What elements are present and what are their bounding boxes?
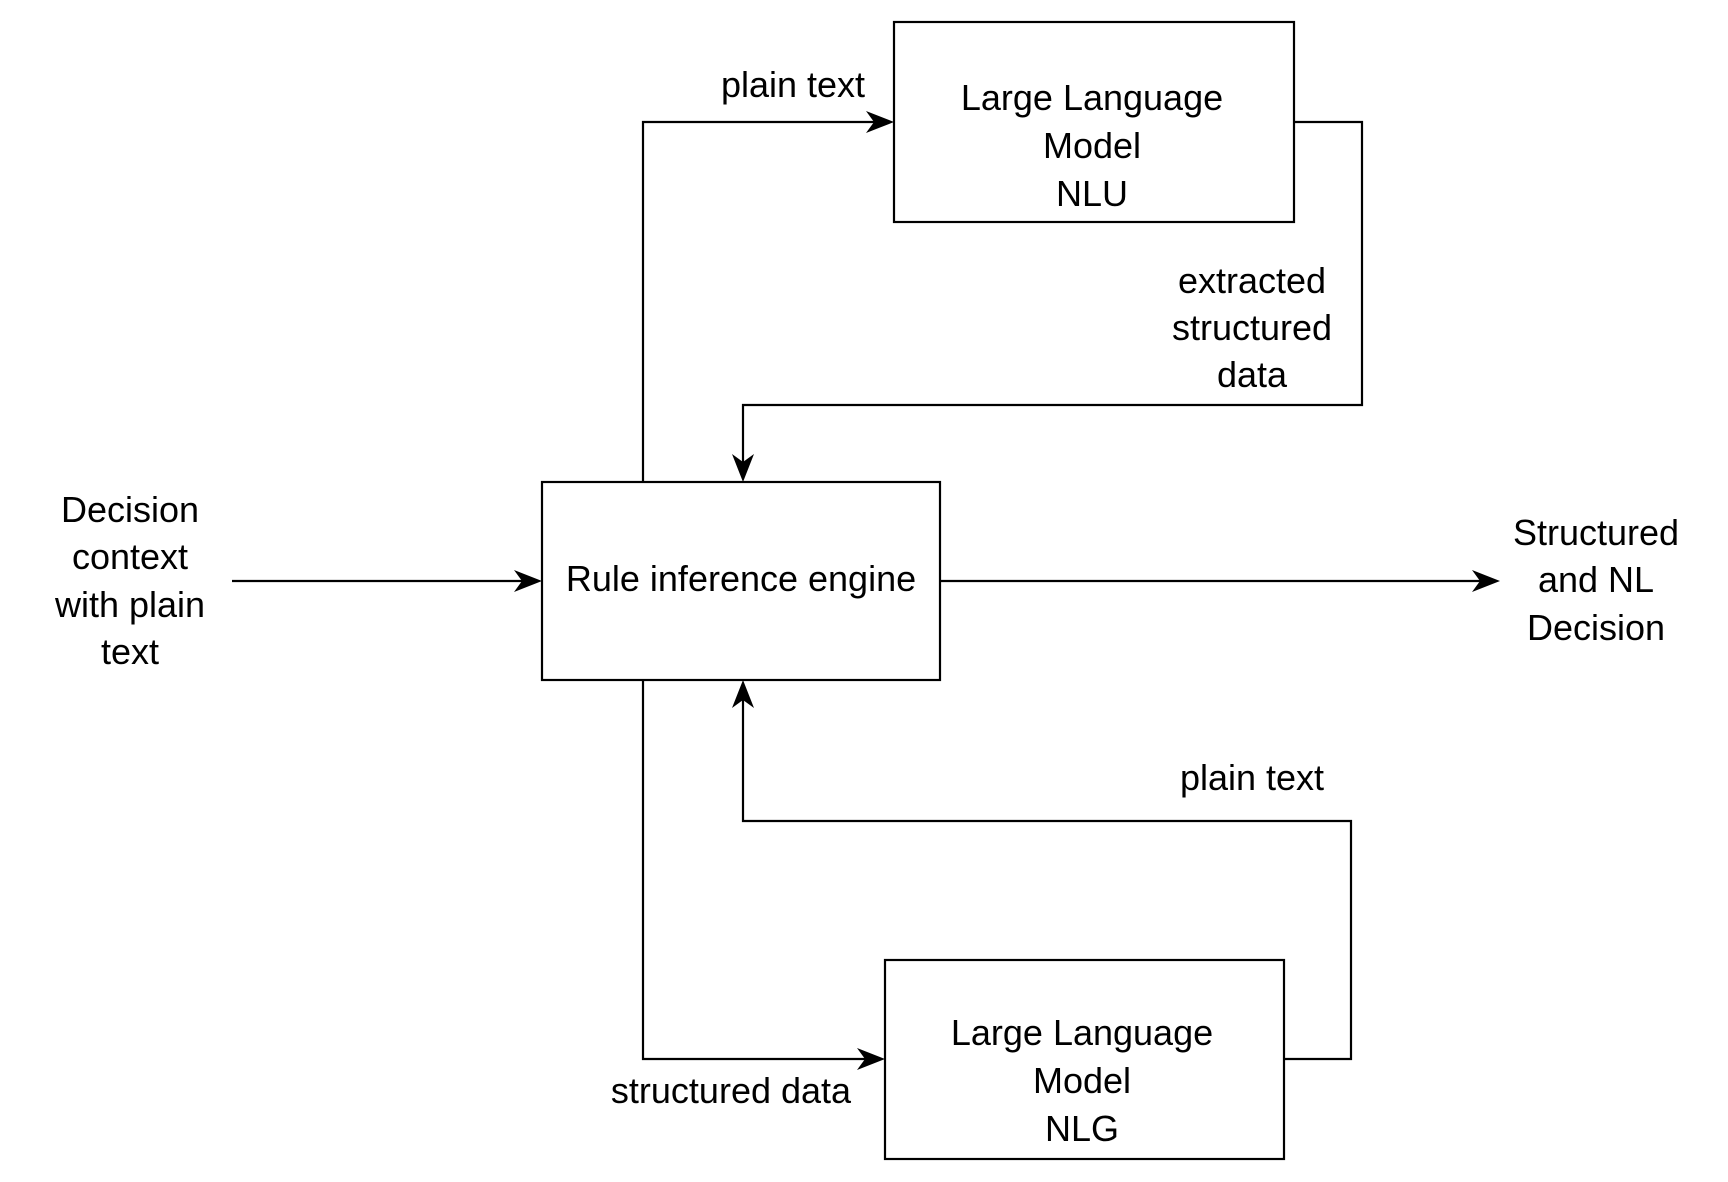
edge-engine-to-nlg [641, 680, 885, 1070]
output-label-line3: Decision [1527, 607, 1665, 648]
input-label-line3: with plain [54, 584, 205, 625]
engine-node: Rule inference engine [540, 480, 942, 682]
nlu-node: Large Language Model NLU [892, 20, 1296, 224]
edge-label-structured-data: structured data [611, 1070, 852, 1111]
edge-label-extracted-line2: structured [1172, 307, 1332, 348]
edge-label-extracted-line1: extracted [1178, 260, 1326, 301]
output-label: Structured and NL Decision [1513, 512, 1679, 648]
edge-label-extracted-structured-data: extracted structured data [1172, 260, 1332, 395]
nlg-node: Large Language Model NLG [883, 958, 1286, 1161]
connector-line [641, 680, 869, 1061]
edge-nlu-to-engine [732, 120, 1364, 482]
nlu-title-line3: NLU [1056, 173, 1128, 214]
input-label-line4: text [101, 631, 159, 672]
output-label-line1: Structured [1513, 512, 1679, 553]
nlu-title-line1: Large Language [961, 77, 1223, 118]
edge-label-plain-text-bottom: plain text [1180, 757, 1324, 798]
output-label-line2: and NL [1538, 559, 1654, 600]
engine-box [540, 480, 942, 682]
input-label: Decision context with plain text [54, 489, 205, 672]
edge-nlg-to-engine [732, 680, 1353, 1061]
edge-engine-to-output [940, 570, 1500, 592]
nlu-title-line2: Model [1043, 125, 1141, 166]
connector-line [741, 120, 1364, 466]
arrowhead [514, 570, 542, 592]
nlg-title-line2: Model [1033, 1060, 1131, 1101]
engine-label: Rule inference engine [566, 558, 916, 599]
edge-label-extracted-line3: data [1217, 354, 1288, 395]
arrowhead [866, 111, 894, 133]
arrowhead [1472, 570, 1500, 592]
edge-engine-to-nlu [641, 111, 894, 482]
arrowhead [732, 454, 754, 482]
input-label-line2: context [72, 536, 188, 577]
nlu-box [892, 20, 1296, 224]
edge-label-plain-text-top: plain text [721, 64, 865, 105]
arrowhead [732, 680, 754, 708]
edge-input-to-engine [232, 570, 542, 592]
connector-line [641, 120, 878, 482]
arrowhead [857, 1048, 885, 1070]
input-label-line1: Decision [61, 489, 199, 530]
connector-line [741, 696, 1353, 1061]
nlg-title-line1: Large Language [951, 1012, 1213, 1053]
nlg-title-line3: NLG [1045, 1108, 1119, 1149]
nlg-box [883, 958, 1286, 1161]
